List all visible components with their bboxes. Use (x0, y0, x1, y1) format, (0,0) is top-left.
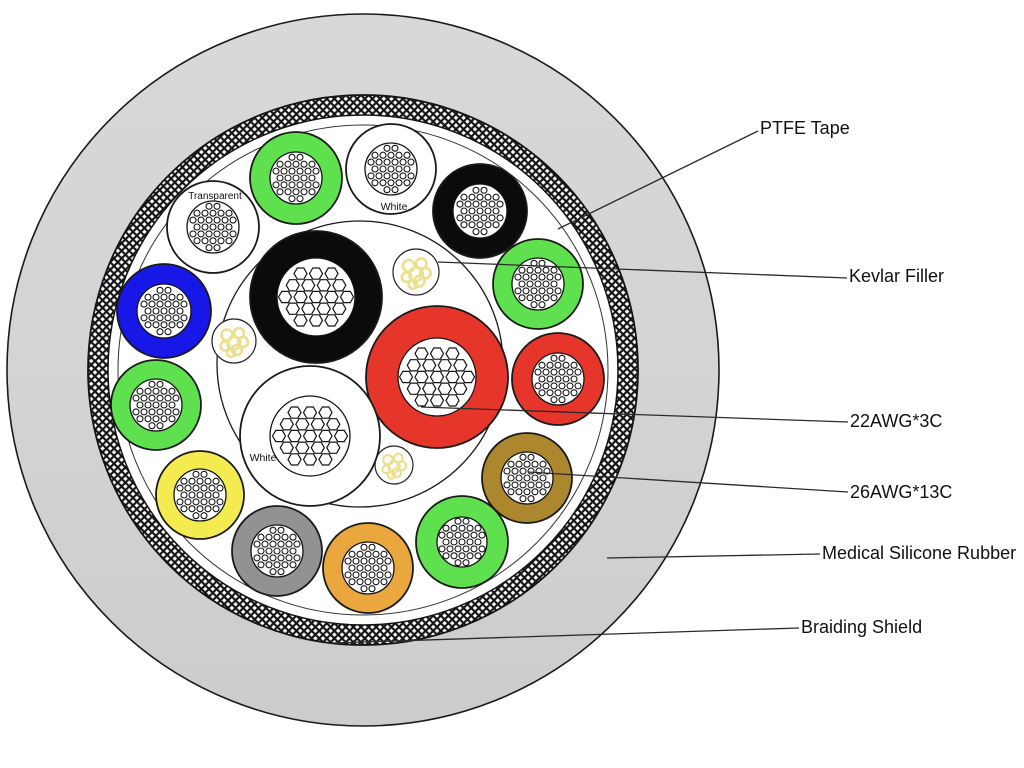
callout-label-medical-silicone-rubber: Medical Silicone Rubber (822, 543, 1016, 563)
subcable-22awg-white-wire (239, 365, 381, 507)
outer-26awg-green-1-wire (249, 131, 343, 225)
callout-label-ptfe-tape: PTFE Tape (760, 118, 850, 138)
callout-label-22awg-3c: 22AWG*3C (850, 411, 942, 431)
outer-26awg-gray-wire (231, 505, 323, 597)
outer-26awg-red-wire (511, 332, 605, 426)
subcable-22awg-red-wire (365, 305, 509, 449)
callout-line-braiding-shield (331, 627, 800, 644)
outer-26awg-orange-wire (322, 522, 414, 614)
callout-line-22awg-3c (420, 406, 849, 423)
kevlar-filler-3 (374, 445, 414, 485)
outer-26awg-yellow-wire (155, 450, 245, 540)
outer-26awg-blue-wire (116, 263, 212, 359)
callout-label-26awg-13c: 26AWG*13C (850, 482, 952, 502)
callout-line-ptfe-tape (557, 130, 759, 230)
subcable-22awg-black-wire (249, 230, 383, 364)
callout-line-kevlar-filler (437, 261, 848, 279)
outer-26awg-brown-wire (481, 432, 573, 524)
callout-line-26awg-13c (527, 471, 849, 493)
jacket-and-shield-layers (6, 13, 720, 727)
outer-26awg-green-2-wire (492, 238, 584, 330)
wire-cores (110, 123, 605, 614)
wire-label-transparent: Transparent (188, 191, 242, 202)
kevlar-filler-2 (211, 318, 257, 364)
callout-line-medical-silicone-rubber (606, 553, 821, 559)
outer-26awg-green-4-wire (110, 359, 202, 451)
kevlar-filler-1 (392, 248, 440, 296)
outer-26awg-transparent-wire (166, 180, 260, 274)
outer-26awg-black-wire (432, 163, 528, 259)
wire-label-white: White (381, 201, 408, 213)
callout-label-kevlar-filler: Kevlar Filler (849, 266, 944, 286)
outer-26awg-white-wire (345, 123, 437, 215)
wire-label-white: White (250, 452, 277, 464)
outer-26awg-green-3-wire (415, 495, 509, 589)
callout-label-braiding-shield: Braiding Shield (801, 617, 922, 637)
